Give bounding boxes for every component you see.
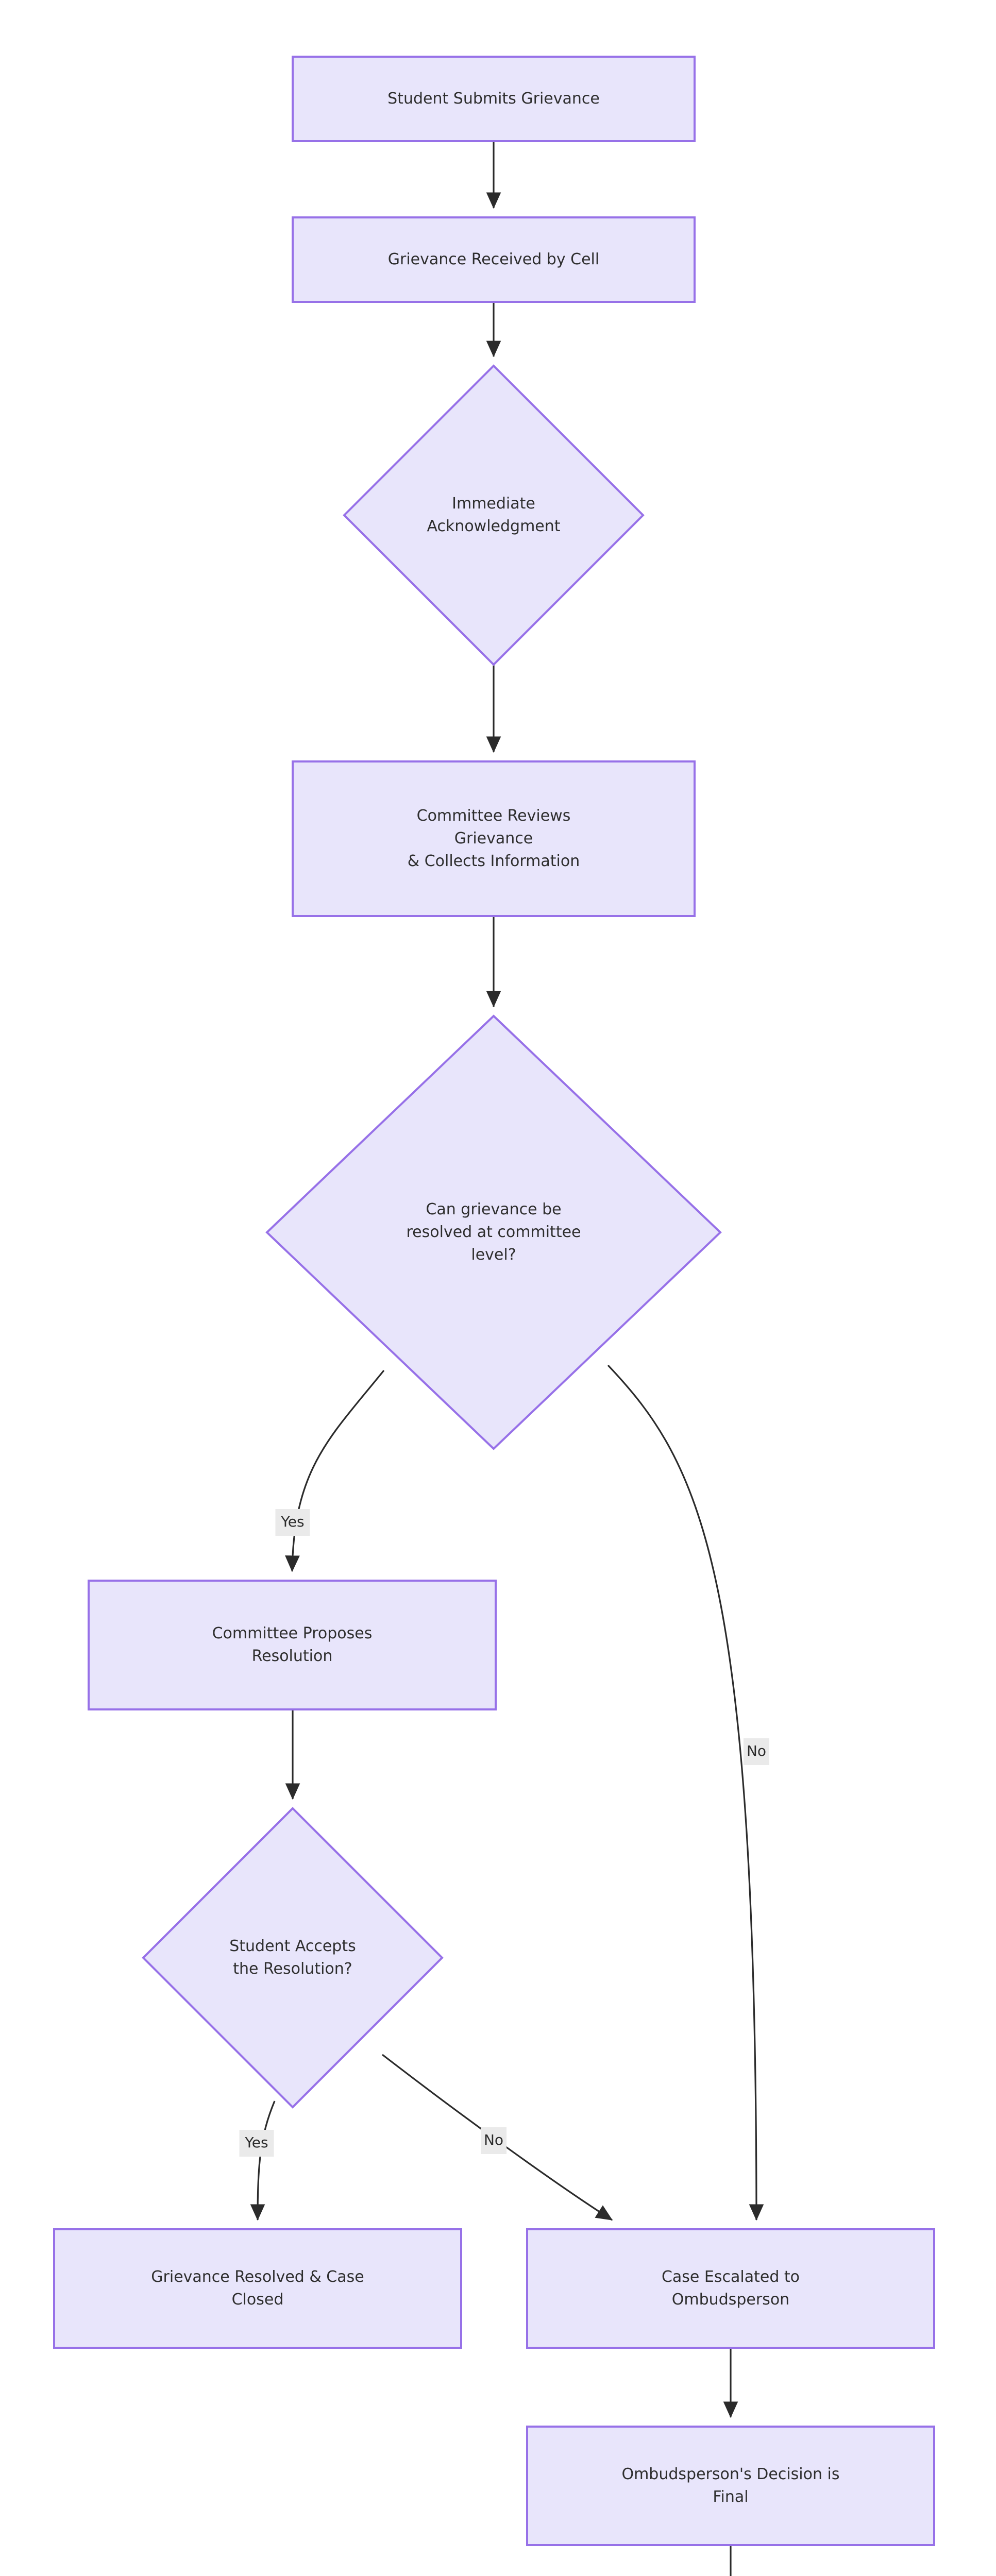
edge-label-canresolve-escalated: No <box>744 1738 769 1765</box>
node-rect-final <box>526 2426 935 2546</box>
node-diamond-accepts <box>142 1807 444 2109</box>
node-rect-resolved <box>53 2228 462 2349</box>
edge-label-bg <box>239 2130 274 2157</box>
edge-label-bg <box>744 1738 769 1765</box>
flow-edge-canresolve-to-escalated <box>607 1364 764 2221</box>
edge-label-canresolve-proposes: Yes <box>275 1509 310 1536</box>
flow-node-submit[interactable]: Student Submits Grievance <box>292 56 696 142</box>
node-diamond-canresolve <box>265 1014 722 1450</box>
edge-label-text: Yes <box>280 1513 304 1530</box>
edge-label-accepts-escalated: No <box>481 2127 507 2154</box>
node-diamond-ack <box>343 364 645 666</box>
edge-label-accepts-resolved: Yes <box>239 2130 274 2157</box>
edge-label-text: No <box>484 2131 503 2148</box>
flow-edge-accepts-to-resolved <box>250 2100 276 2221</box>
flow-edge-canresolve-to-proposes <box>285 1369 385 1572</box>
edge-label-text: No <box>747 1742 766 1759</box>
edge-label-bg <box>481 2127 507 2154</box>
edge-label-text: Yes <box>244 2134 268 2151</box>
edges-layer <box>250 141 764 2576</box>
node-rect-review <box>292 760 696 917</box>
flow-edge-accepts-to-escalated <box>382 2054 613 2221</box>
flow-node-received[interactable]: Grievance Received by Cell <box>292 216 696 303</box>
node-label-received: Grievance Received by Cell <box>388 250 599 268</box>
node-rect-received <box>292 216 696 303</box>
node-rect-proposes <box>88 1580 497 1710</box>
node-rect-escalated <box>526 2228 935 2349</box>
node-rect-submit <box>292 56 696 142</box>
node-label-submit: Student Submits Grievance <box>387 90 600 108</box>
edge-label-bg <box>275 1509 310 1536</box>
